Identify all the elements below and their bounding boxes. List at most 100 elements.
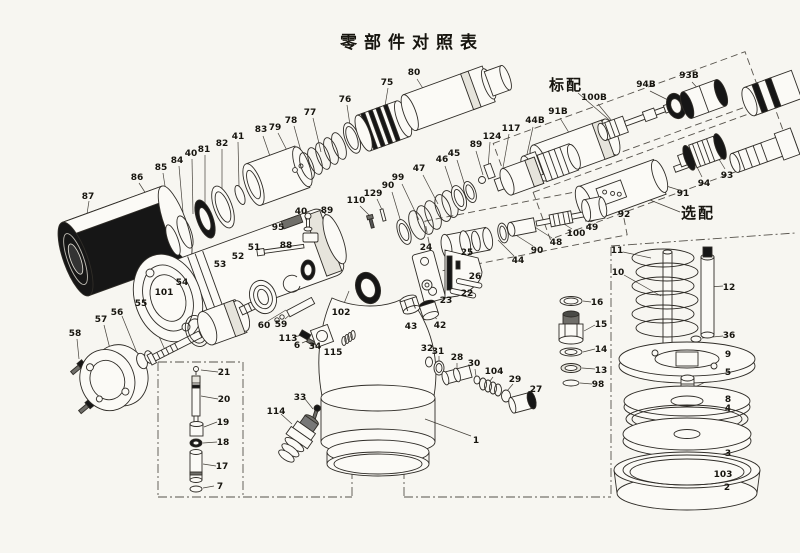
callout-94: 94 bbox=[698, 179, 711, 189]
part-regulator-row bbox=[425, 356, 537, 414]
callout-15: 15 bbox=[595, 320, 608, 330]
callout-14: 14 bbox=[595, 345, 608, 355]
part-flange-assembly bbox=[69, 259, 356, 415]
callout-28: 28 bbox=[451, 353, 464, 363]
callout-94B: 94B bbox=[636, 80, 656, 90]
part-barrel-80 bbox=[400, 64, 512, 132]
callout-59: 59 bbox=[275, 320, 288, 330]
callout-43: 43 bbox=[405, 322, 418, 332]
part-spring-stack bbox=[613, 246, 761, 511]
callout-89b: 89 bbox=[470, 140, 483, 150]
callout-77: 77 bbox=[304, 108, 317, 118]
callout-93: 93 bbox=[721, 171, 734, 181]
callout-80: 80 bbox=[408, 68, 421, 78]
callout-44: 44 bbox=[512, 256, 525, 266]
callout-83: 83 bbox=[255, 125, 268, 135]
part-seal-row bbox=[396, 143, 581, 245]
callout-4: 4 bbox=[725, 404, 731, 414]
callout-33: 33 bbox=[294, 393, 307, 403]
callout-26: 26 bbox=[469, 272, 482, 282]
standard-kit-label: 标配 bbox=[548, 76, 583, 94]
callout-20: 20 bbox=[218, 395, 231, 405]
callout-53: 53 bbox=[214, 260, 227, 270]
callout-42: 42 bbox=[434, 321, 447, 331]
callout-32: 32 bbox=[421, 344, 434, 354]
callout-34: 34 bbox=[309, 342, 322, 352]
callout-1: 1 bbox=[473, 436, 479, 446]
callout-18: 18 bbox=[217, 438, 230, 448]
callout-79: 79 bbox=[269, 123, 282, 133]
callout-75: 75 bbox=[381, 78, 394, 88]
callout-12: 12 bbox=[723, 283, 736, 293]
callout-10: 10 bbox=[612, 268, 625, 278]
callout-3: 3 bbox=[725, 449, 731, 459]
callout-101: 101 bbox=[155, 288, 174, 298]
callout-76: 76 bbox=[339, 95, 352, 105]
callout-91: 91 bbox=[677, 189, 690, 199]
callout-52: 52 bbox=[232, 252, 245, 262]
part-nose-container bbox=[57, 185, 193, 297]
part-air-inlet bbox=[278, 404, 321, 463]
callout-8: 8 bbox=[725, 395, 731, 405]
callout-55: 55 bbox=[135, 299, 148, 309]
callout-44B: 44B bbox=[525, 116, 545, 126]
callout-90b: 90 bbox=[531, 246, 544, 256]
callout-58: 58 bbox=[69, 329, 82, 339]
page-title: 零部件对照表 bbox=[339, 32, 484, 53]
callout-102: 102 bbox=[332, 308, 351, 318]
callout-54: 54 bbox=[176, 278, 189, 288]
service-kit-box bbox=[157, 232, 796, 498]
callout-31: 31 bbox=[432, 347, 445, 357]
part-valve-stack bbox=[558, 296, 584, 387]
callout-30: 30 bbox=[468, 359, 481, 369]
callout-23: 23 bbox=[440, 296, 453, 306]
part-ring-stack-front bbox=[165, 185, 246, 256]
callout-51: 51 bbox=[248, 243, 261, 253]
callout-60: 60 bbox=[258, 321, 271, 331]
callout-57: 57 bbox=[95, 315, 108, 325]
part-body-top-valve bbox=[256, 208, 387, 257]
callout-89a: 89 bbox=[321, 206, 334, 216]
callout-85: 85 bbox=[155, 163, 168, 173]
callout-117: 117 bbox=[502, 124, 521, 134]
callout-84: 84 bbox=[171, 156, 184, 166]
part-piston-75 bbox=[354, 100, 413, 152]
callout-27: 27 bbox=[530, 385, 543, 395]
callout-78: 78 bbox=[285, 116, 298, 126]
callout-103: 103 bbox=[714, 470, 733, 480]
callout-90a: 90 bbox=[382, 181, 395, 191]
callout-19: 19 bbox=[217, 418, 230, 428]
callout-100B: 100B bbox=[581, 93, 607, 103]
callout-100: 100 bbox=[567, 229, 586, 239]
part-service-kit bbox=[189, 366, 204, 493]
part-casing-83 bbox=[242, 145, 313, 206]
callout-47: 47 bbox=[413, 164, 426, 174]
callout-93B: 93B bbox=[679, 71, 699, 81]
callout-29: 29 bbox=[509, 375, 522, 385]
callout-95: 95 bbox=[272, 223, 285, 233]
callout-104: 104 bbox=[485, 367, 504, 377]
callout-labels: 零部件对照表 标配 选配 87 86 85 84 40 81 82 41 83 … bbox=[69, 32, 736, 493]
callout-24: 24 bbox=[420, 243, 433, 253]
callout-124: 124 bbox=[483, 132, 502, 142]
optional-kit-label: 选配 bbox=[681, 204, 715, 222]
callout-91B: 91B bbox=[548, 107, 568, 117]
callout-36: 36 bbox=[723, 331, 736, 341]
callout-87: 87 bbox=[82, 192, 95, 202]
callout-13: 13 bbox=[595, 366, 608, 376]
callout-88: 88 bbox=[280, 241, 293, 251]
callout-114: 114 bbox=[267, 407, 286, 417]
part-trigger-assembly bbox=[411, 249, 483, 304]
callout-2: 2 bbox=[724, 483, 730, 493]
callout-129: 129 bbox=[364, 189, 383, 199]
callout-49: 49 bbox=[586, 223, 599, 233]
part-plugs-42-43 bbox=[399, 294, 440, 321]
callout-21: 21 bbox=[218, 368, 231, 378]
callout-5: 5 bbox=[725, 368, 731, 378]
callout-99: 99 bbox=[392, 173, 405, 183]
callout-81: 81 bbox=[198, 145, 211, 155]
callout-9: 9 bbox=[725, 350, 731, 360]
callout-25: 25 bbox=[461, 248, 474, 258]
